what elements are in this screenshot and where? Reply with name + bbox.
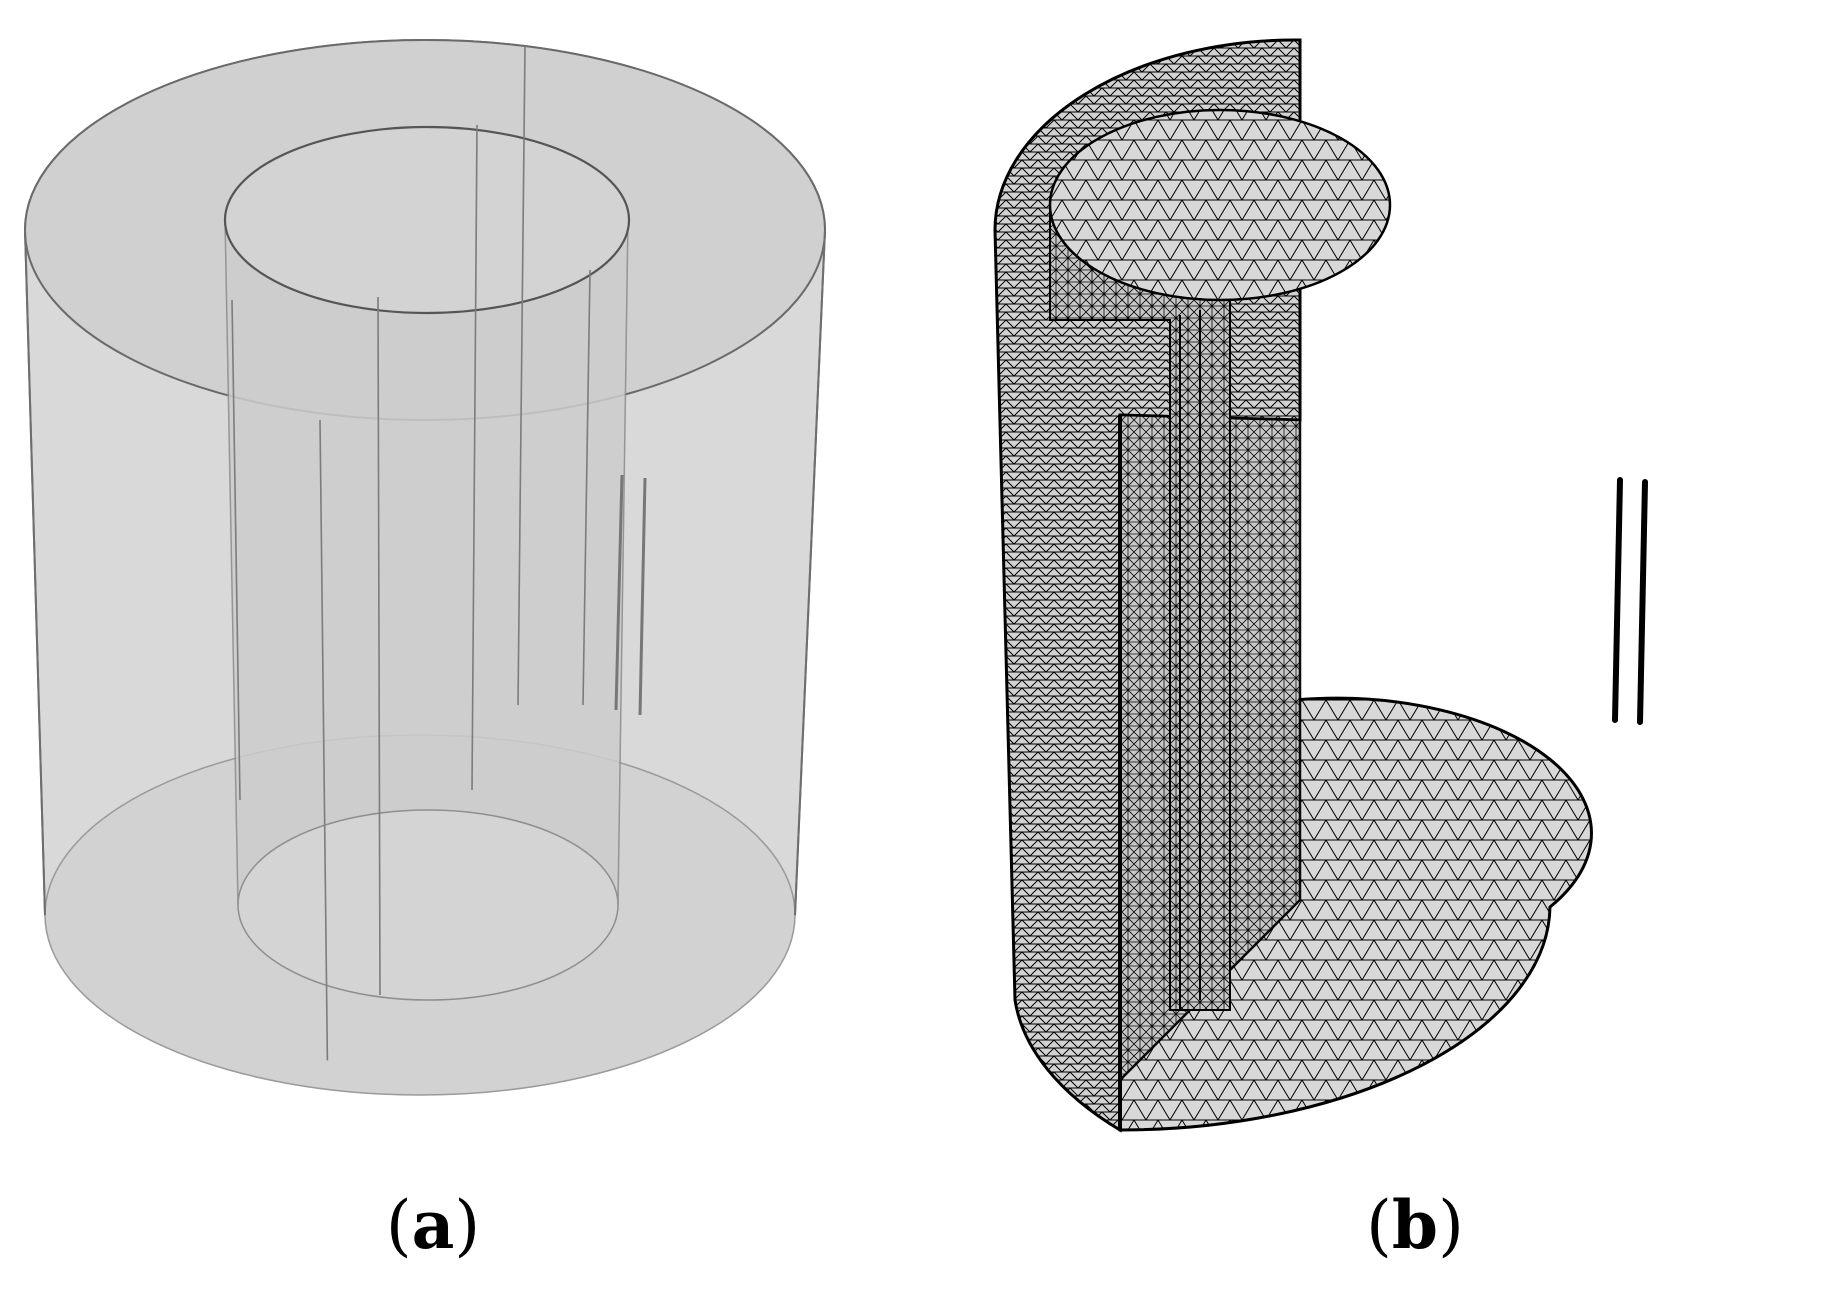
outer-silhouette: [24, 229, 826, 916]
inner-top-ellipse: [223, 125, 631, 315]
electrode-bars: [1612, 477, 1648, 725]
panel-a-caption: (a): [385, 1186, 481, 1264]
inner-cylinder-strips: [1179, 305, 1231, 1010]
mesh-view: [993, 38, 1648, 1133]
inner-top-disk: [1048, 108, 1392, 302]
electrode-slits: [614, 474, 647, 716]
inner-bottom-ellipse: [237, 809, 619, 1001]
geometry-view: [23, 39, 827, 1096]
seam-lines: [231, 44, 591, 1066]
panel-b-caption: (b): [1366, 1186, 1464, 1264]
